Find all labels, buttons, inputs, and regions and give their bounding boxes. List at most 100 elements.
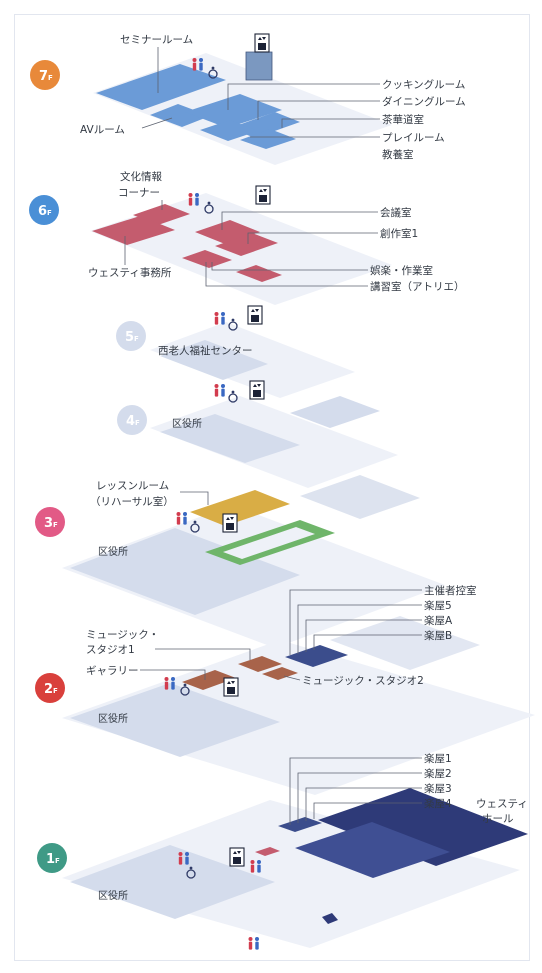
label-ward-office-4f: 区役所 [172,417,202,430]
floor-7-badge-number: 7 [39,69,48,84]
floor-6-badge [29,195,59,225]
restroom-icon [176,512,187,525]
elevator-icon [222,513,238,533]
label-culture-corner-line2: コーナー [118,187,160,199]
elevator-icon [247,305,263,325]
floor-2-badge-number: 2 [44,682,53,697]
elevator-icon [254,33,270,53]
label-ward-office-3f: 区役所 [98,545,128,558]
floor-4-badge-number: 4 [126,414,135,429]
ward-office-2f [70,683,280,757]
ward-office-3f [70,528,300,615]
label-lesson-room-line1: レッスンルーム [96,480,169,492]
meeting-room [195,220,260,244]
elevator-icon [249,380,265,400]
floor-1-badge-number: 1 [46,852,55,867]
label-gallery: ギャラリー [86,665,139,677]
floor-7-badge-suffix: F [48,74,53,82]
label-music-studio-1-line1: ミュージック・ [86,629,159,641]
floor-2: 2 F 主催者控室 楽屋5 楽屋A 楽屋B ミュージック・ スタジオ1 ギャラリ… [35,584,535,795]
westy-hall-seating [295,822,450,878]
label-westy-hall-line2: ホール [482,813,514,825]
elevator-icon [223,677,239,697]
floor-5-badge-number: 5 [125,330,134,345]
floor-1-plate [62,800,520,948]
seminar-room [96,64,226,110]
label-seminar-room: セミナールーム [120,34,193,46]
floor-1-badge [37,843,67,873]
tea-room [200,120,258,141]
label-music-studio-2: ミュージック・スタジオ2 [302,675,424,687]
floor-6-badge-suffix: F [47,209,52,217]
westy-office [92,216,175,245]
welfare-center [160,340,268,380]
label-dressing-room-1: 楽屋1 [424,752,452,765]
dressing-rooms-1f [278,817,322,832]
ward-office-1f [70,845,275,919]
label-dining-room: ダイニングルーム [382,95,466,108]
label-cooking-room: クッキングルーム [382,78,465,91]
play-room [240,129,296,149]
floor-1-badge-suffix: F [55,857,60,865]
floor-3: 3 F レッスンルーム （リハーサル室） 区役所 [35,475,445,648]
elevator-icon [255,185,271,205]
backstage-2f [285,645,348,667]
label-westy-office: ウェスティ事務所 [88,266,172,279]
hall-void-4f [290,396,380,428]
hall-void-2f [330,616,480,670]
music-studio-1 [238,656,282,672]
label-dressing-room-4: 楽屋4 [424,797,452,810]
label-dressing-room-3: 楽屋3 [424,782,452,795]
floor-2-badge [35,673,65,703]
elevator-icon [229,847,245,867]
floor-5-badge [116,321,146,351]
label-westy-hall-line1: ウェスティ [476,798,528,810]
floor-2-plate [62,640,535,795]
label-dressing-room-5: 楽屋5 [424,599,452,612]
floor-3-badge-suffix: F [53,521,58,529]
label-lesson-room-line2: （リハーサル室） [90,495,174,508]
label-meeting-room: 会議室 [380,206,412,219]
label-dressing-room-b: 楽屋B [424,629,452,642]
floor-3-badge-number: 3 [44,516,53,531]
studio-room [182,250,232,268]
entrance-arrow [322,913,338,924]
label-ward-office-1f: 区役所 [98,889,128,902]
atelier-room [236,265,282,282]
ward-office-4f [160,414,300,463]
restroom-icon [214,312,225,325]
lesson-room [190,490,290,526]
hall-void-3f [300,475,420,519]
floor-3-badge [35,507,65,537]
green-area-inner [223,527,315,559]
label-music-studio-1-line2: スタジオ1 [86,644,135,656]
label-welfare-center: 西老人福祉センター [158,344,253,357]
label-teaching-room: 教養室 [382,148,414,161]
label-culture-corner-line1: 文化情報 [120,170,162,183]
label-creation-room: 創作室1 [380,227,418,240]
floor-1: 1 F 楽屋1 楽屋2 楽屋3 楽屋4 ウェスティ ホール 区役所 [37,752,528,950]
label-play-room: プレイルーム [382,132,445,144]
restroom-icon [248,937,259,950]
floor-5: 5 F 西老人福祉センター [116,305,355,398]
av-room [150,104,210,127]
label-studio-room: 娯楽・作業室 [370,264,433,277]
floor-4-badge [117,405,147,435]
floor-6: 6 F 文化情報 コーナー ウェスティ事務所 会議室 創作室1 娯楽・作業室 講… [29,170,465,305]
elevator-core-7 [245,51,273,81]
floor-4-badge-suffix: F [135,419,140,427]
floor-4: 4 F 区役所 [117,380,398,488]
westy-hall-roof [318,788,528,866]
restroom-icon [214,384,225,397]
music-studio-2 [262,667,298,680]
label-atelier-room: 講習室（アトリエ） [370,280,465,293]
floor-7: 7 F セミナールーム AVルーム クッキングルーム ダイニングルーム 茶華道室… [30,33,466,165]
floor-5-badge-suffix: F [134,335,139,343]
label-av-room: AVルーム [80,124,125,136]
creation-room-1 [215,233,278,256]
red-accent-1f [255,847,280,856]
floor-2-badge-suffix: F [53,687,58,695]
gallery-room [182,670,236,690]
label-tea-room: 茶華道室 [382,113,424,126]
